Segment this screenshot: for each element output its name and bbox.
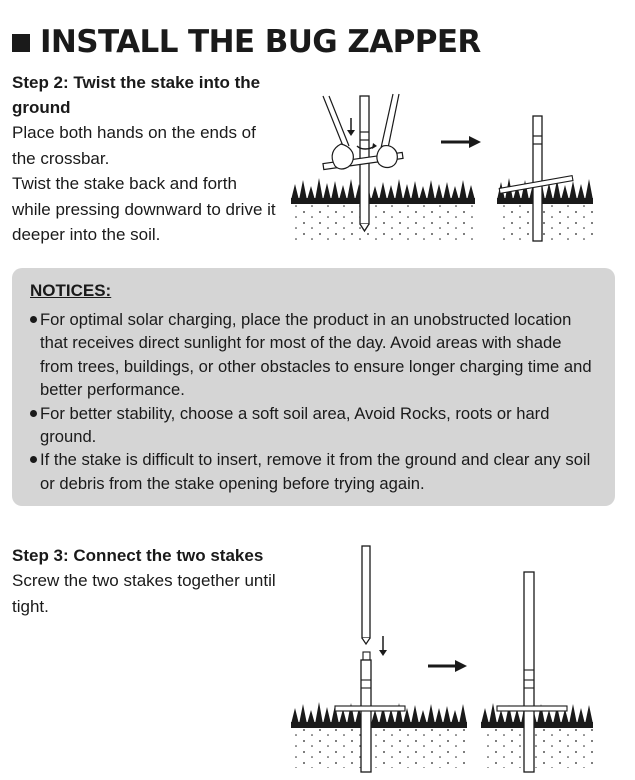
grass-left [291,178,475,244]
notices-box: NOTICES: For optimal solar charging, pla… [12,268,615,506]
step-2-body: Place both hands on the ends of the cros… [12,123,276,244]
grass-left [291,702,467,768]
arrow-down-icon [347,118,355,136]
square-bullet-icon [12,34,30,52]
step-2-illustration [291,93,593,244]
hands [322,93,400,170]
step-2-heading: Step 2: Twist the stake into the ground [12,73,261,117]
grass-right [481,703,593,768]
lower-stake [334,651,406,773]
arrow-right-icon [428,660,467,672]
twist-arrow-icon [356,143,377,150]
page-title-text: INSTALL THE BUG ZAPPER [40,24,481,60]
notice-item: For better stability, choose a soft soil… [28,402,599,449]
stake-installed [498,115,574,242]
step-3-instructions: Step 3: Connect the two stakes Screw the… [12,543,277,619]
grass-right [497,178,593,244]
notice-item: If the stake is difficult to insert, rem… [28,448,599,495]
notice-item: For optimal solar charging, place the pr… [28,308,599,402]
connected-stake [496,571,568,773]
step-3-heading: Step 3: Connect the two stakes [12,546,264,565]
step-3-body: Screw the two stakes together until tigh… [12,571,276,616]
step-3-illustration [291,545,593,773]
arrow-right-icon [441,136,481,148]
notices-list: For optimal solar charging, place the pr… [28,308,599,495]
notices-heading: NOTICES: [30,281,112,300]
page-title: INSTALL THE BUG ZAPPER [12,20,481,64]
arrow-down-icon [379,636,387,656]
step-2-instructions: Step 2: Twist the stake into the ground … [12,70,277,248]
upper-stake [361,545,371,646]
